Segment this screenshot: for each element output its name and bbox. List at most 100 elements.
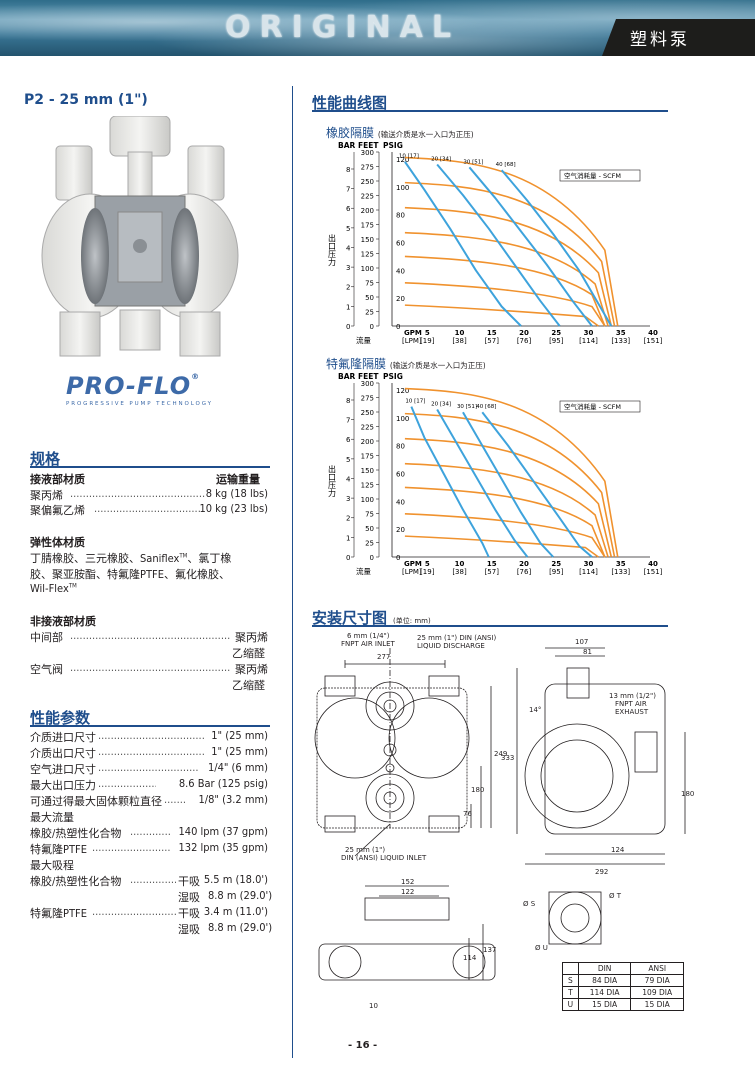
proflo-logo: PRO-FLO® (66, 372, 200, 400)
axis-pressure-label: 出口压力 (328, 233, 337, 267)
axis-bar-label: BAR (338, 372, 356, 381)
air-curve-label: 20 [34] (431, 401, 451, 407)
elastomer-line-2: 胶、聚亚胺酯、特氟隆PTFE、氟化橡胶、 (30, 568, 230, 581)
air-curve-3 (462, 411, 554, 558)
air-consumption-box (559, 169, 641, 182)
tick-feet: 50 (365, 525, 374, 533)
tick-bar: 4 (346, 475, 351, 483)
perf-flow-row: 橡胶/热塑性化合物...............................… (30, 825, 268, 840)
wetted-row-pvdf: 聚偏氟乙烯...................................… (30, 502, 268, 517)
svg-text:FNPT AIR: FNPT AIR (615, 700, 647, 708)
perf-row: 空气进口尺寸..................................… (30, 761, 268, 776)
air-curve-2 (436, 408, 529, 558)
svg-text:25 mm (1") DIN (ANSI): 25 mm (1") DIN (ANSI) (417, 634, 497, 642)
tick-gpm: 30 (584, 329, 594, 337)
svg-text:14°: 14° (529, 706, 541, 714)
svg-text:Ø S: Ø S (523, 900, 536, 908)
product-title: P2 - 25 mm (1") (24, 92, 148, 108)
logo-wordmark: PRO-FLO (66, 372, 192, 400)
tick-bar: 6 (346, 205, 351, 213)
svg-text:13 mm (1/2"): 13 mm (1/2") (609, 692, 656, 700)
svg-text:FNPT AIR INLET: FNPT AIR INLET (341, 640, 396, 648)
tick-psig: 20 (396, 295, 405, 303)
tick-lpm: [114] (579, 568, 598, 576)
axis-flow-label: 流量 (356, 335, 371, 345)
tick-feet: 200 (361, 207, 374, 215)
banner-category-label: 塑料泵 (630, 30, 690, 50)
air-curve-label: 10 [17] (405, 399, 425, 405)
tick-lpm: [19] (420, 568, 435, 576)
tick-psig: 20 (396, 526, 405, 534)
perf-row: 最大出口压力..................................… (30, 777, 268, 792)
tick-lpm: [19] (420, 337, 435, 345)
tick-gpm: 30 (584, 560, 594, 568)
dimension-drawing: 6 mm (1/4") FNPT AIR INLET 25 mm (1") DI… (314, 632, 694, 1010)
pressure-curve (404, 437, 613, 558)
tick-lpm: [57] (485, 568, 500, 576)
axis-lpm-label: [LPM] (402, 337, 422, 345)
elastomer-line-3: Wil-FlexTM (30, 582, 77, 595)
tick-bar: 0 (346, 323, 350, 331)
tick-gpm: 15 (487, 329, 497, 337)
tick-feet: 200 (361, 438, 374, 446)
tick-psig: 120 (396, 387, 409, 395)
tick-psig: 120 (396, 156, 409, 164)
axis-psig-label: PSIG (383, 141, 403, 150)
dims-heading: 安装尺寸图(单位: mm) (312, 609, 431, 627)
pressure-curve (404, 282, 606, 327)
tick-feet: 25 (365, 309, 374, 317)
pressure-curve (404, 412, 616, 558)
tick-feet: 275 (361, 395, 374, 403)
tick-gpm: 20 (519, 329, 529, 337)
tick-feet: 0 (370, 323, 374, 331)
axis-psig-label: PSIG (383, 372, 403, 381)
tick-bar: 5 (346, 225, 350, 233)
tick-gpm: 10 (455, 329, 465, 337)
axis-gpm-label: GPM (404, 560, 422, 568)
curves-rule (312, 110, 668, 112)
rubber-chart-title: 橡胶隔膜 (输送介质是水一入口为正压) (326, 126, 474, 140)
perf-max-suction-label: 最大吸程 (30, 859, 74, 872)
svg-text:277: 277 (377, 653, 390, 661)
tick-psig: 0 (396, 554, 400, 562)
axis-flow-label: 流量 (356, 566, 371, 576)
elastomer-label: 弹性体材质 (30, 536, 85, 549)
tick-lpm: [151] (644, 337, 663, 345)
tick-lpm: [95] (549, 337, 564, 345)
axis-pressure-label: 出口压力 (328, 464, 337, 498)
air-curve-4 (481, 411, 593, 558)
wetted-label: 接液部材质 (30, 473, 85, 486)
specs-rule (30, 466, 270, 468)
svg-text:249: 249 (494, 750, 507, 758)
svg-text:333: 333 (501, 754, 514, 762)
svg-text:76: 76 (463, 810, 472, 818)
tick-feet: 175 (361, 453, 374, 461)
svg-text:180: 180 (471, 786, 484, 794)
tick-feet: 150 (361, 236, 374, 244)
elastomer-line-1: 丁腈橡胶、三元橡胶、SaniflexTM、氯丁橡 (30, 552, 232, 565)
pressure-curve (404, 231, 609, 327)
svg-text:10: 10 (369, 1002, 378, 1010)
axis-gpm-label: GPM (404, 329, 422, 337)
svg-text:25 mm (1"): 25 mm (1") (345, 846, 385, 854)
tick-psig: 80 (396, 443, 405, 451)
air-curve-label: 20 [34] (431, 157, 451, 163)
air-inlet-label: 6 mm (1/4") (347, 632, 390, 640)
header-banner: ORIGINAL 塑料泵 (0, 0, 755, 56)
pressure-curve (404, 304, 599, 327)
tick-lpm: [76] (517, 568, 532, 576)
banner-title: ORIGINAL (225, 10, 460, 45)
axis-lpm-label: [LPM] (402, 568, 422, 576)
tick-feet: 25 (365, 540, 374, 548)
tick-lpm: [133] (611, 337, 630, 345)
svg-text:137: 137 (483, 946, 496, 954)
tick-lpm: [57] (485, 337, 500, 345)
perf-flow-row: 特氟隆PTFE.................................… (30, 841, 268, 856)
tick-bar: 8 (346, 166, 350, 174)
air-curve-label: 30 [51] (457, 404, 477, 410)
nonwetted-airvalve-alt: 乙缩醛 (232, 679, 265, 692)
tick-feet: 300 (361, 149, 374, 157)
